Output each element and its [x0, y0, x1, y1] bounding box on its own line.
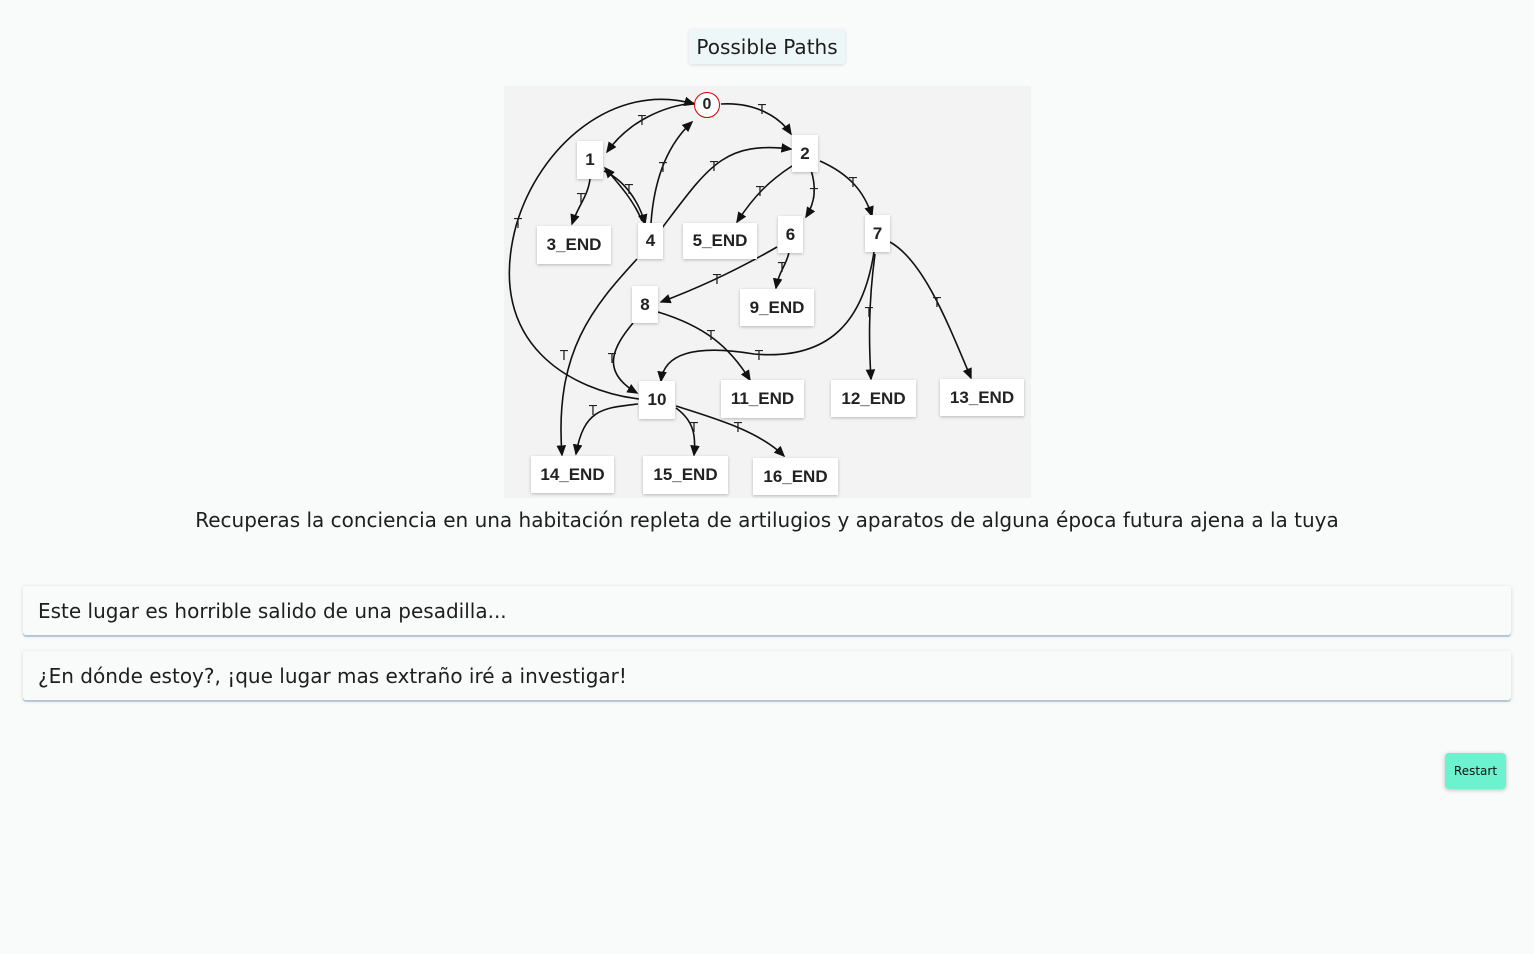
- graph-node-6: 6: [778, 216, 803, 253]
- edge-label: T: [864, 306, 873, 321]
- edge-0-2: [720, 103, 792, 136]
- graph-node-5-end: 5_END: [683, 223, 757, 259]
- edge-7-12end: [865, 253, 876, 381]
- edge-4-2: [661, 143, 793, 229]
- choice-option-1[interactable]: Este lugar es horrible salido de una pes…: [23, 586, 1511, 635]
- edge-6-9end: [772, 251, 790, 290]
- edge-label: T: [513, 217, 522, 232]
- page-title: Possible Paths: [689, 29, 845, 64]
- edge-10-14end: [572, 403, 639, 456]
- graph-node-11-end: 11_END: [721, 380, 804, 418]
- edge-0-1: [606, 102, 695, 154]
- graph-node-8: 8: [632, 286, 658, 323]
- edge-label: T: [754, 349, 763, 364]
- graph-node-4: 4: [638, 223, 663, 259]
- graph-node-14-end: 14_END: [531, 456, 614, 493]
- graph-node-7: 7: [865, 215, 890, 252]
- edge-1-3end: [570, 178, 591, 226]
- edge-label: T: [576, 192, 585, 207]
- edge-label: T: [607, 352, 616, 367]
- graph-node-0: 0: [694, 92, 720, 118]
- edge-label: T: [932, 296, 941, 311]
- edge-label: T: [712, 273, 721, 288]
- edge-label: T: [777, 261, 786, 276]
- edge-2-7: [819, 160, 874, 218]
- edge-label: T: [809, 187, 818, 202]
- edge-label: T: [757, 103, 766, 118]
- edge-10-0: [508, 96, 696, 400]
- edge-label: T: [689, 421, 698, 436]
- graph-node-2: 2: [792, 135, 818, 172]
- edge-label: T: [637, 114, 646, 129]
- story-text: Recuperas la conciencia en una habitació…: [195, 508, 1339, 532]
- graph-node-9-end: 9_END: [740, 289, 814, 326]
- edge-label: T: [624, 183, 633, 198]
- edge-7-13end: [889, 241, 972, 380]
- edge-label: T: [588, 404, 597, 419]
- edge-6-8: [659, 246, 778, 304]
- edge-label: T: [559, 349, 568, 364]
- edge-7-10: [657, 251, 875, 383]
- graph-node-15-end: 15_END: [643, 456, 728, 494]
- edge-label: T: [709, 160, 718, 175]
- edge-2-6: [805, 169, 816, 219]
- graph-node-16-end: 16_END: [753, 458, 838, 495]
- graph-node-10: 10: [639, 381, 675, 419]
- graph-node-3-end: 3_END: [537, 226, 611, 264]
- edge-8-10: [612, 322, 639, 394]
- edge-4-1: [603, 166, 643, 222]
- edge-10-15end: [675, 407, 700, 457]
- edge-4-0: [650, 120, 694, 224]
- edge-label: T: [755, 185, 764, 200]
- edge-label: T: [733, 421, 742, 436]
- edge-10-16end: [675, 405, 786, 458]
- graph-node-12-end: 12_END: [831, 380, 916, 417]
- graph-edges: T T T T T T T T T T T T T T T T T T T T …: [508, 96, 972, 458]
- paths-graph: T T T T T T T T T T T T T T T T T T T T …: [504, 86, 1031, 498]
- choice-option-2[interactable]: ¿En dónde estoy?, ¡que lugar mas extraño…: [23, 651, 1511, 700]
- graph-node-1: 1: [577, 141, 603, 179]
- edge-label: T: [706, 329, 715, 344]
- edge-8-11end: [657, 311, 751, 382]
- edge-4-14end: [556, 258, 638, 457]
- edge-label: T: [848, 176, 857, 191]
- graph-node-13-end: 13_END: [940, 379, 1024, 416]
- edge-label: T: [658, 161, 667, 176]
- edge-2-5end: [736, 165, 793, 224]
- restart-button[interactable]: Restart: [1445, 753, 1506, 789]
